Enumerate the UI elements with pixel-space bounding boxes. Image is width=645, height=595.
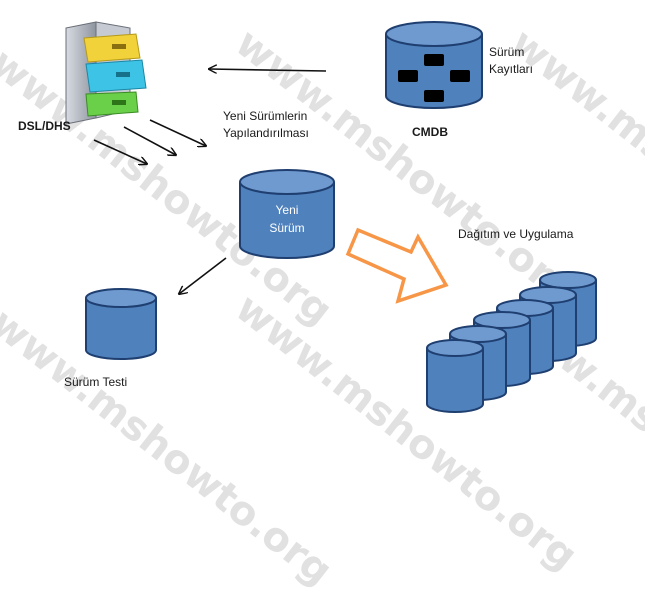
- arrow-release-to-test: [179, 257, 227, 294]
- dsl-dhs-label: DSL/DHS: [18, 119, 71, 133]
- cmdb-cylinder: [385, 21, 483, 109]
- arrow-dsl-to-build-2: [123, 126, 176, 155]
- arrow-dsl-to-build-1: [149, 119, 206, 146]
- arrow-cmdb-to-dsl: [209, 69, 327, 71]
- deploy-cylinder-1: [426, 339, 484, 413]
- deploy-label: Dağıtım ve Uygulama: [458, 227, 574, 241]
- deploy-arrow: [345, 227, 449, 304]
- release-test-label: Sürüm Testi: [64, 375, 128, 389]
- new-release-cylinder: [239, 169, 335, 259]
- build-label-line2: Yapılandırılması: [223, 126, 309, 140]
- new-release-label-line1: Yeni: [275, 203, 299, 217]
- arrow-dsl-to-build-3: [93, 139, 147, 164]
- diagram-canvas: [65, 21, 597, 413]
- new-release-label-line2: Sürüm: [269, 221, 305, 235]
- build-label-line1: Yeni Sürümlerin: [223, 109, 308, 123]
- filing-cabinet-icon: [65, 21, 147, 125]
- records-label-line1: Sürüm: [489, 45, 525, 59]
- records-label-line2: Kayıtları: [489, 62, 534, 76]
- cmdb-label: CMDB: [412, 125, 448, 139]
- release-test-cylinder: [85, 288, 157, 360]
- deployment-cylinders: [426, 271, 597, 413]
